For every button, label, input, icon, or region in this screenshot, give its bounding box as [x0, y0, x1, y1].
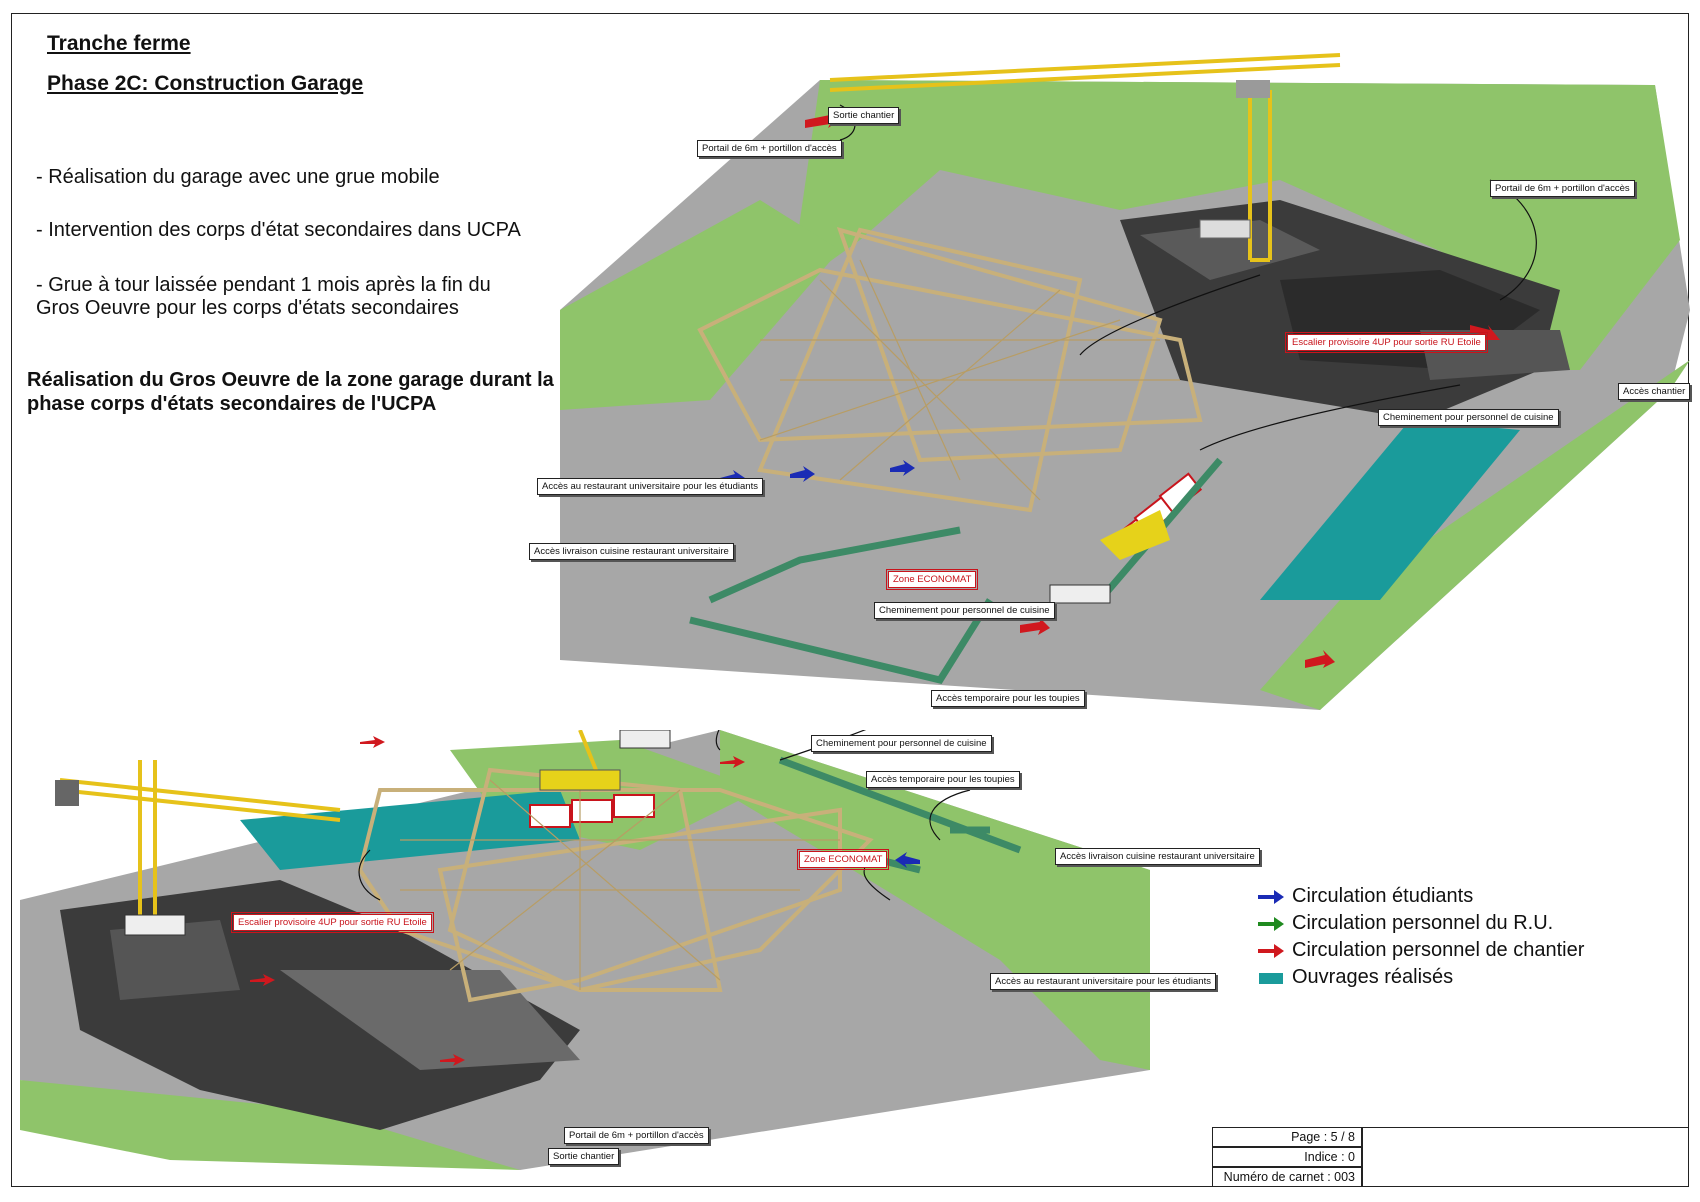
callout-sortie-chantier-bottom: Sortie chantier [548, 1148, 620, 1165]
legend-item-circulation-etudiants: Circulation étudiants [1258, 883, 1584, 910]
callout-acces-toupies-top: Accès temporaire pour les toupies [931, 690, 1085, 707]
callout-portail-right-top: Portail de 6m + portillon d'accès [1490, 180, 1635, 197]
subheading: Réalisation du Gros Oeuvre de la zone ga… [27, 369, 554, 415]
bullet-3: - Grue à tour laissée pendant 1 mois apr… [36, 274, 491, 319]
callout-cheminement-cuisine-bottom: Cheminement pour personnel de cuisine [811, 735, 992, 752]
green-arrow-icon [1258, 916, 1284, 931]
callout-sortie-chantier-top: Sortie chantier [828, 107, 900, 124]
callout-zone-economat-bottom: Zone ECONOMAT [796, 849, 890, 870]
callout-escalier-top: Escalier provisoire 4UP pour sortie RU E… [1285, 332, 1488, 353]
callout-acces-livraison-bottom: Accès livraison cuisine restaurant unive… [1055, 848, 1260, 865]
callout-portail-left-top: Portail de 6m + portillon d'accès [697, 140, 842, 157]
legend-item-ouvrages-realises: Ouvrages réalisés [1258, 964, 1584, 991]
blue-arrow-icon [1258, 889, 1284, 904]
title-block-blank [1362, 1127, 1688, 1187]
callout-acces-livraison-top: Accès livraison cuisine restaurant unive… [529, 543, 734, 560]
callout-cheminement-cuisine-top-1: Cheminement pour personnel de cuisine [1378, 409, 1559, 426]
tranche-title: Tranche ferme [47, 32, 191, 55]
legend-label: Ouvrages réalisés [1292, 966, 1454, 988]
title-block-indice: Indice : 0 [1212, 1147, 1362, 1167]
red-arrow-icon [1258, 943, 1284, 958]
title-block: Page : 5 / 8 Indice : 0 Numéro de carnet… [1212, 1127, 1688, 1187]
callout-acces-toupies-bottom: Accès temporaire pour les toupies [866, 771, 1020, 788]
title-block-carnet: Numéro de carnet : 003 [1212, 1167, 1362, 1187]
callout-cheminement-cuisine-top-2: Cheminement pour personnel de cuisine [874, 602, 1055, 619]
callout-zone-economat-top: Zone ECONOMAT [885, 569, 979, 590]
bullet-1: - Réalisation du garage avec une grue mo… [36, 166, 440, 188]
legend-item-circulation-personnel-ru: Circulation personnel du R.U. [1258, 910, 1584, 937]
phase-title: Phase 2C: Construction Garage [47, 72, 364, 95]
callout-acces-chantier-top: Accès chantier [1618, 383, 1691, 400]
callout-portail-bottom: Portail de 6m + portillon d'accès [564, 1127, 709, 1144]
legend-item-circulation-personnel-chantier: Circulation personnel de chantier [1258, 937, 1584, 964]
callout-acces-restaurant-bottom: Accès au restaurant universitaire pour l… [990, 973, 1216, 990]
callout-acces-restaurant-top: Accès au restaurant universitaire pour l… [537, 478, 763, 495]
page-frame [11, 13, 1689, 1187]
teal-box-icon [1259, 972, 1283, 984]
bullet-2: - Intervention des corps d'état secondai… [36, 219, 521, 241]
legend: Circulation étudiants Circulation person… [1258, 883, 1584, 991]
legend-label: Circulation étudiants [1292, 885, 1474, 907]
callout-escalier-bottom: Escalier provisoire 4UP pour sortie RU E… [231, 912, 434, 933]
legend-label: Circulation personnel de chantier [1292, 939, 1585, 961]
title-block-page: Page : 5 / 8 [1212, 1127, 1362, 1147]
legend-label: Circulation personnel du R.U. [1292, 912, 1554, 934]
bottom-site-view [20, 730, 1150, 1170]
top-site-view [560, 53, 1690, 710]
